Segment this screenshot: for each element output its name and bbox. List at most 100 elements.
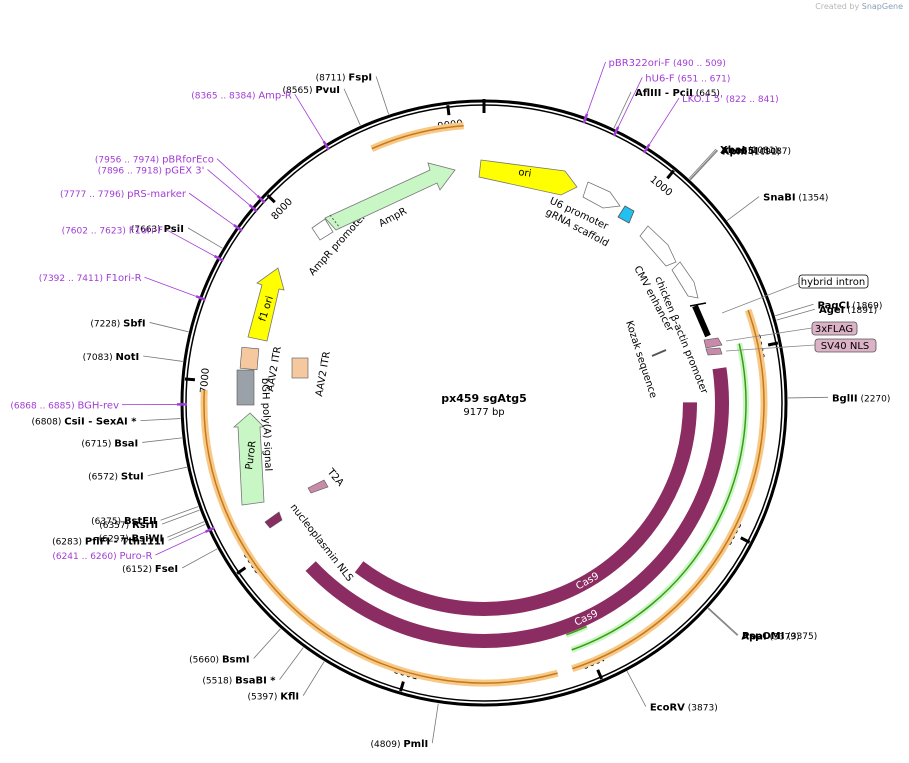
site-text-kpni: KpnI (1091) [722,147,781,158]
primer-name-amp-r: Amp-R [258,90,292,101]
site-name2-pflfi: - Tth111I [110,536,164,547]
site-text-acc65i: Acc65I (1087) [721,146,791,157]
green-arc-outer-line [571,343,747,651]
site-pos-xbai: (1081) [745,146,778,156]
site-text-agei: AgeI (1891) [819,305,877,316]
orf-band-right-line [572,309,765,670]
site-pspomi: PspOMI (3375) [742,631,817,642]
site-pos-pmli: (4809) [371,740,404,750]
site-leader-kpni [690,150,719,181]
site-name-pspomi: PspOMI [742,631,784,642]
site-sbfi: (7228) SbfI [90,318,145,329]
primer-range-pbr322ori-f: (490 .. 509) [670,59,726,69]
site-pos-sbfi: (7228) [90,319,123,329]
site-pos-bsabi: (5518) [202,677,235,687]
primer-mark-prs-marker [233,223,243,232]
site-snabi: SnaBI (1354) [763,193,828,204]
primer-name-pgex-3: pGEX 3' [165,165,205,176]
hybrid-intron-label: hybrid intron [801,277,865,288]
site-leader-bsmi [253,628,281,659]
site-name-afliii: AflIII [635,88,661,99]
primer-name-f1ori-f: F1ori-F [129,226,164,237]
site-name-snabi: SnaBI [763,193,795,204]
site-xbai: XbaI (1081) [720,145,778,156]
site-leader-sbfi [149,322,189,333]
primer-range-pbrforeco: (7956 .. 7974) [95,156,162,166]
feature-puror [232,412,265,506]
tick-6000 [236,566,247,575]
site-name-xbai: XbaI [720,145,745,156]
feature-ori [478,159,578,196]
site-text-csii: (6808) CsiI - SexAI * [31,417,137,428]
site-name-kpni: KpnI [722,147,748,158]
site-rsrii: (6357) RsrII [99,520,158,531]
site-text-psii: (7663) PsiI [131,224,184,235]
site-bsteii: (6375) BstEII [91,516,156,527]
site-pos-fsei: (6152) [122,565,155,575]
site-text-bsai: (6715) BsaI [81,438,138,449]
primer-name-pbr322ori-f: pBR322ori-F [609,58,671,69]
primer-mark-pbrforeco [256,194,266,204]
site-leader-psii [187,227,223,249]
site-name-pvui: PvuI [315,85,340,96]
sv40-nls-leader [725,344,816,352]
green-arc-inner-line [566,625,587,636]
site-text-fspi: (8711) FspI [316,72,372,83]
primer-range-bgh-rev: (6868 .. 6885) [10,402,77,412]
ampr-split-mark [329,214,341,229]
site-bglii: BglII (2270) [832,393,890,404]
primer-range-hu6-f: (651 .. 671) [675,74,731,84]
site-leader-bglii [787,396,828,399]
primer-text-f1ori-r: (7392 .. 7411) F1ori-R [39,273,142,284]
primer-name-prs-marker: pRS-marker [127,189,187,200]
site-leader-stui [147,466,187,477]
site-name-bsabi: BsaBI * [235,676,276,687]
site-text-bglii: BglII (2270) [832,393,890,404]
site-leader-paqci [775,303,814,317]
site-text-pspomi: PspOMI (3375) [742,631,817,642]
site-leader-xbai [688,148,717,179]
site-text-kfli: (5397) KflI [247,692,299,703]
site-name-ecorv: EcoRV [650,703,685,714]
site-pos-noti: (7083) [83,353,116,363]
primer-mark-f1ori-r [195,295,206,301]
primer-text-lko-1-5: LKO.1 5' (822 .. 841) [682,94,779,105]
site-name-pmli: PmlI [403,739,428,750]
site-pos-afliii: (645) [693,89,720,99]
site-pvui: (8565) PvuI [283,85,340,96]
tick-7000 [184,377,196,382]
feature-cas9-inner [354,402,697,616]
tick-9000 [446,105,451,116]
site-name-bsmi: BsmI [222,655,250,666]
site-pos-kfli: (5397) [247,693,280,703]
feature-sv40-nls [705,347,723,356]
feature-cmv-enhancer [639,225,677,267]
site-pos-pvui: (8565) [283,86,316,96]
orf-arcs [200,122,768,687]
tick-label-7000: 7000 [199,367,212,393]
site-name-kfli: KflI [280,692,299,703]
primer-leader-f1ori-f [166,229,215,257]
feature-bgh-polya [236,369,255,406]
primer-text-pgex-3: (7896 .. 7918) pGEX 3' [98,165,205,176]
site-leader-rsrii [161,509,200,525]
primer-mark-pgex-3 [248,203,258,213]
primer-mark-amp-r [322,140,330,151]
feature-grna-scaffold [617,205,635,224]
site-text-noti: (7083) NotI [83,352,140,363]
primer-name-bgh-rev: BGH-rev [77,401,119,412]
feature-hybrid-intron-bar [692,304,711,338]
site-pos-snabi: (1354) [796,194,829,204]
primer-leader-hu6-f [617,77,643,128]
hybrid-intron-tick [689,302,707,307]
tick-8000 [266,194,276,204]
site-leader-pmli [431,703,439,744]
primer-name-pbrforeco: pBRforEco [162,155,214,166]
primer-labels: pBR322ori-F (490 .. 509)hU6-F (651 .. 67… [10,58,778,562]
site-name-fspi: FspI [348,72,372,83]
primer-leader-pgex-3 [207,169,250,206]
site-text-bsteii: (6375) BstEII [91,516,156,527]
feature-ori-label: ori [518,167,532,180]
primer-text-amp-r: (8365 .. 8384) Amp-R [191,90,292,101]
site-csii: (6808) CsiI - SexAI * [31,417,137,428]
